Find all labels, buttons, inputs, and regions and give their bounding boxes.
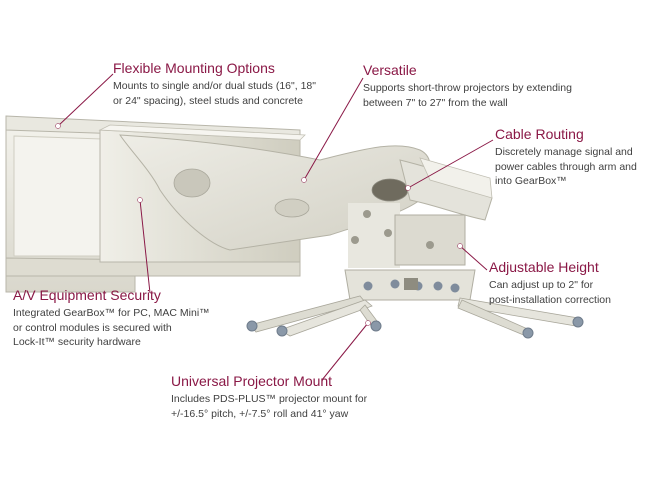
- callout-flexible-mounting: Flexible Mounting Options Mounts to sing…: [113, 60, 316, 108]
- callout-title: Cable Routing: [495, 126, 584, 142]
- callout-text: Supports short-throw projectors by exten…: [363, 82, 572, 109]
- callout-versatile: Versatile Supports short-throw projector…: [363, 62, 572, 110]
- height-column: [348, 203, 466, 268]
- callout-text: Mounts to single and/or dual studs (16",…: [113, 80, 316, 107]
- callout-universal-mount: Universal Projector Mount Includes PDS-P…: [171, 373, 367, 421]
- callout-title: Flexible Mounting Options: [113, 60, 275, 76]
- callout-text: Includes PDS-PLUS™ projector mount for+/…: [171, 393, 368, 420]
- callout-title: Universal Projector Mount: [171, 373, 333, 389]
- callout-cable-routing: Cable Routing Discretely manage signal a…: [495, 126, 637, 189]
- callout-title: Adjustable Height: [489, 259, 599, 275]
- callout-title: A/V Equipment Security: [13, 287, 161, 303]
- leader-lines: [55, 73, 494, 381]
- callout-adjustable-height: Adjustable Height Can adjust up to 2" fo…: [489, 259, 611, 307]
- callout-av-security: A/V Equipment Security Integrated GearBo…: [13, 287, 210, 350]
- projector-legs: [246, 295, 584, 339]
- callout-title: Versatile: [363, 62, 417, 78]
- projector-base: [344, 269, 476, 301]
